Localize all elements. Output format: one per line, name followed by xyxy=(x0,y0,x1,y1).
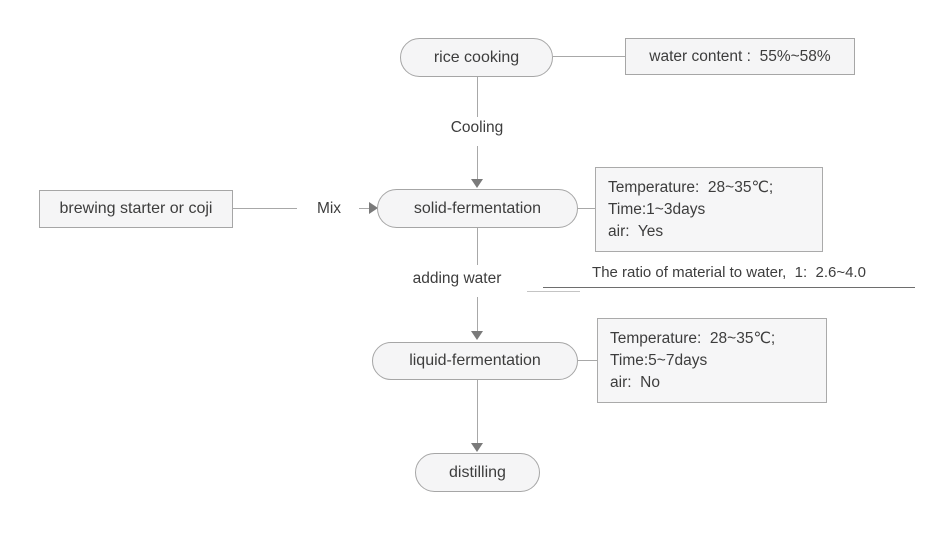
ratio-underline xyxy=(543,287,915,288)
note-line-air: air: Yes xyxy=(608,223,664,240)
edge-label-cooling: Cooling xyxy=(450,119,504,136)
arrowhead-down-icon xyxy=(471,179,483,188)
arrowhead-down-icon xyxy=(471,331,483,340)
note-line-temperature: Temperature: 28~35℃; xyxy=(610,330,776,347)
arrowhead-down-icon xyxy=(471,443,483,452)
connector-cooling-upper xyxy=(477,77,478,117)
node-distilling: distilling xyxy=(415,453,540,492)
connector-mix-right xyxy=(359,208,369,209)
arrowhead-right-icon xyxy=(369,202,378,214)
connector-liquid-to-distilling xyxy=(477,380,478,443)
ratio-leader-line xyxy=(527,291,580,292)
node-brewing-starter: brewing starter or coji xyxy=(39,190,233,228)
note-line-air: air: No xyxy=(610,374,660,391)
ratio-note-label: The ratio of material to water, 1: 2.6~4… xyxy=(592,264,866,281)
note-solid-fermentation: Temperature: 28~35℃; Time:1~3days air: Y… xyxy=(595,167,823,252)
note-water-content: water content : 55%~58% xyxy=(625,38,855,75)
connector-adding-water-lower xyxy=(477,297,478,331)
connector-mix-left xyxy=(233,208,297,209)
connector-solid-to-note xyxy=(578,208,595,209)
edge-label-mix: Mix xyxy=(316,200,342,217)
note-line-time: Time:1~3days xyxy=(608,201,706,218)
node-solid-fermentation: solid-fermentation xyxy=(377,189,578,228)
note-line-time: Time:5~7days xyxy=(610,352,708,369)
edge-label-adding-water: adding water xyxy=(412,270,502,287)
connector-adding-water-upper xyxy=(477,228,478,265)
note-line-temperature: Temperature: 28~35℃; xyxy=(608,179,774,196)
note-liquid-fermentation: Temperature: 28~35℃; Time:5~7days air: N… xyxy=(597,318,827,403)
connector-rice-to-water-content xyxy=(553,56,625,57)
node-liquid-fermentation: liquid-fermentation xyxy=(372,342,578,380)
connector-liquid-to-note xyxy=(578,360,597,361)
node-rice-cooking: rice cooking xyxy=(400,38,553,77)
connector-cooling-lower xyxy=(477,146,478,179)
